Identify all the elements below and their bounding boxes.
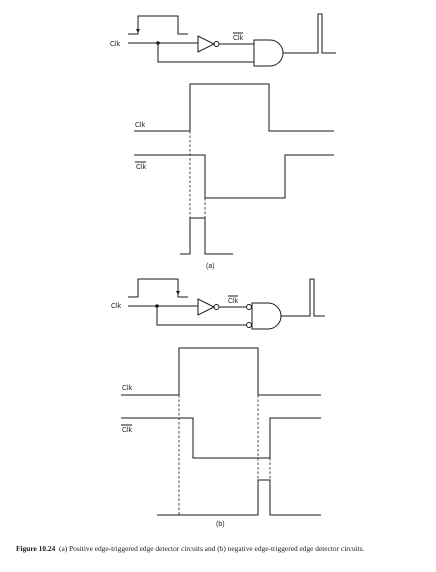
caption-text: (a) Positive edge-triggered edge detecto… (58, 544, 365, 553)
circuit-b-clk-label: Clk (111, 303, 122, 310)
panel-b-label: (b) (216, 521, 225, 528)
wave-a-clk-label: Clk (135, 122, 146, 129)
circuit-a-direct-wire (157, 43, 254, 63)
panel-b-waveforms: Clk Clk (b) (121, 347, 321, 528)
circuit-b-clkbar-label: Clk (228, 298, 239, 305)
circuit-b-and-input-bubble-top (246, 304, 252, 310)
wave-b-clk-label: Clk (122, 385, 133, 392)
wave-a-clkbar (134, 154, 334, 199)
circuit-b-direct-wire (156, 306, 246, 326)
circuit-b-pulse-arrow (176, 291, 180, 295)
wave-a-output-pulse (180, 217, 233, 255)
circuit-b-and-input-bubble-bottom (246, 322, 252, 328)
panel-a-waveforms: Clk Clk (a) (134, 83, 334, 270)
circuit-a-pulse-arrow (136, 29, 140, 33)
circuit-b-and-gate (251, 302, 282, 330)
wave-a-clkbar-label: Clk (136, 164, 147, 171)
circuit-a-clk-label: Clk (110, 41, 121, 48)
circuit-a-clock-pulse-symbol (128, 15, 188, 35)
figure-number: Figure 10.24 (16, 544, 56, 553)
circuit-a-inverter (197, 35, 216, 53)
wave-b-clk (121, 347, 321, 396)
circuit-b-inverter (197, 298, 216, 316)
wave-a-clk (134, 83, 334, 132)
edge-detector-figure: Clk Clk Clk Clk (a) (110, 13, 336, 528)
panel-b-circuit: Clk Clk (111, 278, 325, 330)
circuit-a-and-gate (253, 39, 284, 67)
wave-b-clkbar (121, 417, 321, 459)
panel-a-circuit: Clk Clk (110, 13, 336, 67)
panel-a-label: (a) (206, 263, 215, 270)
circuit-b-clock-pulse-symbol (128, 278, 188, 298)
circuit-a-output-pulse-symbol (312, 13, 336, 54)
wave-b-output-pulse (157, 479, 321, 516)
circuit-b-output-pulse-symbol (306, 278, 325, 317)
circuit-a-clkbar-label: Clk (233, 35, 244, 42)
figure-caption: Figure 10.24 (a) Positive edge-triggered… (16, 544, 424, 554)
wave-b-clkbar-label: Clk (122, 427, 133, 434)
